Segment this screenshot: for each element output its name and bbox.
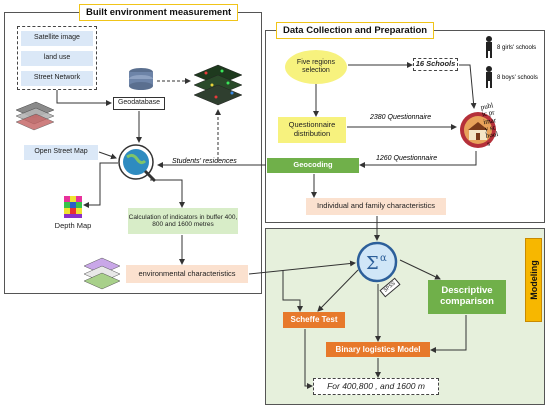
students-residences-label: Students' residences <box>172 158 237 165</box>
street-network-box: Street Network <box>21 71 93 86</box>
land-use-box: land use <box>21 51 93 66</box>
satellite-layers-image <box>15 101 55 131</box>
final-range-box: For 400,800 , and 1600 m <box>313 378 439 395</box>
svg-text:α: α <box>380 253 387 264</box>
sum-alpha-icon: Σ α <box>356 241 398 283</box>
environmental-characteristics-box: environmental characteristics <box>126 265 248 283</box>
depth-map-image <box>64 196 82 218</box>
data-collection-title: Data Collection and Preparation <box>276 22 435 39</box>
q-2380-label: 2380 Questionnaire <box>370 114 432 121</box>
calculation-box: Calculation of indicators in buffer 400,… <box>128 208 238 234</box>
sixteen-schools-box: 16 Schools <box>413 58 458 71</box>
env-layers-image <box>83 257 121 290</box>
geocoding-box: Geocoding <box>267 158 359 173</box>
depth-map-label: Depth Map <box>54 220 92 230</box>
q-1260-label: 1260 Questionnaire <box>376 155 438 162</box>
modeling-title: Modeling <box>525 238 542 322</box>
boy-student-icon <box>486 66 492 88</box>
svg-text:Σ: Σ <box>366 253 379 274</box>
girls-schools-label: 8 girls' schools <box>497 45 537 51</box>
school-building-icon <box>460 112 496 148</box>
satellite-image-box: Satellite image <box>21 31 93 46</box>
five-regions-label: Five regions selection <box>296 58 336 74</box>
binary-logistics-box: Binary logistics Model <box>326 342 430 357</box>
five-regions-ellipse <box>285 50 347 84</box>
open-street-map-box: Open Street Map <box>24 145 98 160</box>
built-environment-title: Built environment measurement <box>79 4 239 21</box>
database-icon <box>129 68 153 90</box>
questionnaire-distribution-box: Questionnaire distribution <box>278 117 346 143</box>
globe-search-icon <box>118 144 157 183</box>
gis-layers-image <box>193 64 243 106</box>
girl-student-icon <box>486 36 492 58</box>
geodatabase-box: Geodatabase <box>113 97 165 110</box>
inputs-group <box>17 26 97 90</box>
descriptive-comparison-box: Descriptive comparison <box>428 280 506 314</box>
individual-characteristics-box: Individual and family characteristics <box>306 198 446 215</box>
scheffe-test-box: Scheffe Test <box>283 312 345 328</box>
boys-schools-label: 8 boys' schools <box>497 75 538 81</box>
